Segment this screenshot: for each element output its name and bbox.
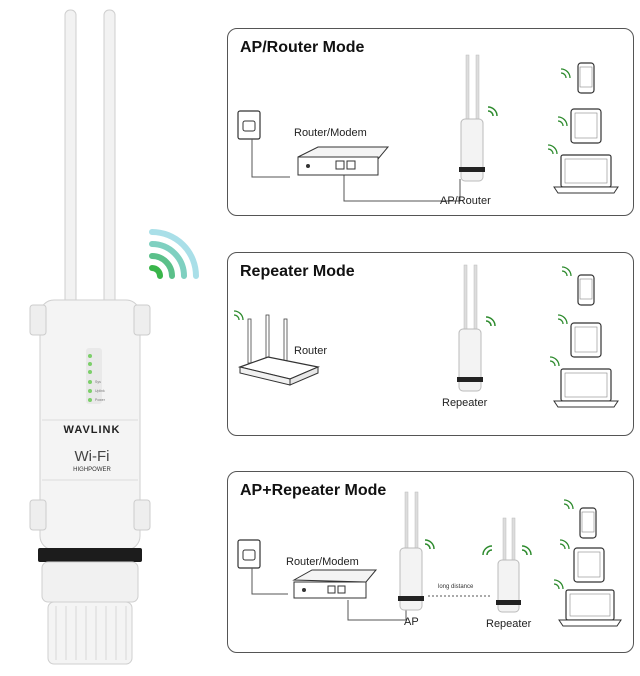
- tablet-icon: [573, 547, 605, 583]
- repeater-device-icon: [457, 264, 483, 392]
- device-antenna-right: [103, 9, 116, 311]
- tablet-icon: [570, 108, 602, 144]
- phone-icon: [577, 62, 595, 94]
- ap-device-icon: [398, 491, 424, 611]
- long-distance-label: long distance: [438, 584, 474, 590]
- repeater-label: Repeater: [442, 397, 488, 409]
- device-brand-label: WAVLINK: [63, 424, 121, 436]
- panel-title: AP/Router Mode: [240, 39, 365, 56]
- led-label-uplink: Uplink: [95, 389, 105, 393]
- panel-ap-router-mode: AP/Router Mode: [227, 28, 634, 216]
- router-icon: [237, 314, 321, 386]
- tablet-icon: [570, 322, 602, 358]
- ap-router-label: AP/Router: [440, 195, 491, 207]
- led-label-power: Power: [95, 398, 105, 402]
- device-antenna-left: [64, 9, 77, 311]
- repeater-label: Repeater: [486, 618, 532, 630]
- router-modem-icon: [297, 146, 390, 176]
- panel-title: AP+Repeater Mode: [240, 482, 387, 499]
- led-label-sys: Sys: [95, 380, 101, 384]
- device-base: [38, 548, 142, 665]
- phone-icon: [579, 507, 597, 539]
- panel-repeater-mode: Repeater Mode: [227, 252, 634, 436]
- panel-ap-repeater-mode: AP+Repeater Mode: [227, 471, 634, 653]
- wifi-signal-icon: [149, 229, 199, 279]
- router-modem-label: Router/Modem: [294, 127, 367, 139]
- laptop-icon: [553, 154, 619, 194]
- wifi-logo: Wi-Fi: [74, 448, 110, 465]
- laptop-icon: [558, 589, 622, 627]
- wifi-signal-icon: [487, 106, 498, 117]
- phone-icon: [577, 274, 595, 306]
- device-subtitle: HIGHPOWER: [73, 467, 111, 473]
- repeater-device-icon: [496, 517, 521, 613]
- router-modem-label: Router/Modem: [286, 556, 359, 568]
- wall-outlet-icon: [237, 539, 261, 569]
- panel-title: Repeater Mode: [240, 263, 355, 280]
- wall-outlet-icon: [237, 110, 261, 140]
- ap-label: AP: [404, 616, 419, 628]
- ap-router-device-icon: [459, 54, 485, 182]
- device-body: [29, 299, 151, 551]
- router-modem-icon: [292, 569, 378, 599]
- router-label: Router: [294, 345, 328, 357]
- laptop-icon: [553, 368, 619, 408]
